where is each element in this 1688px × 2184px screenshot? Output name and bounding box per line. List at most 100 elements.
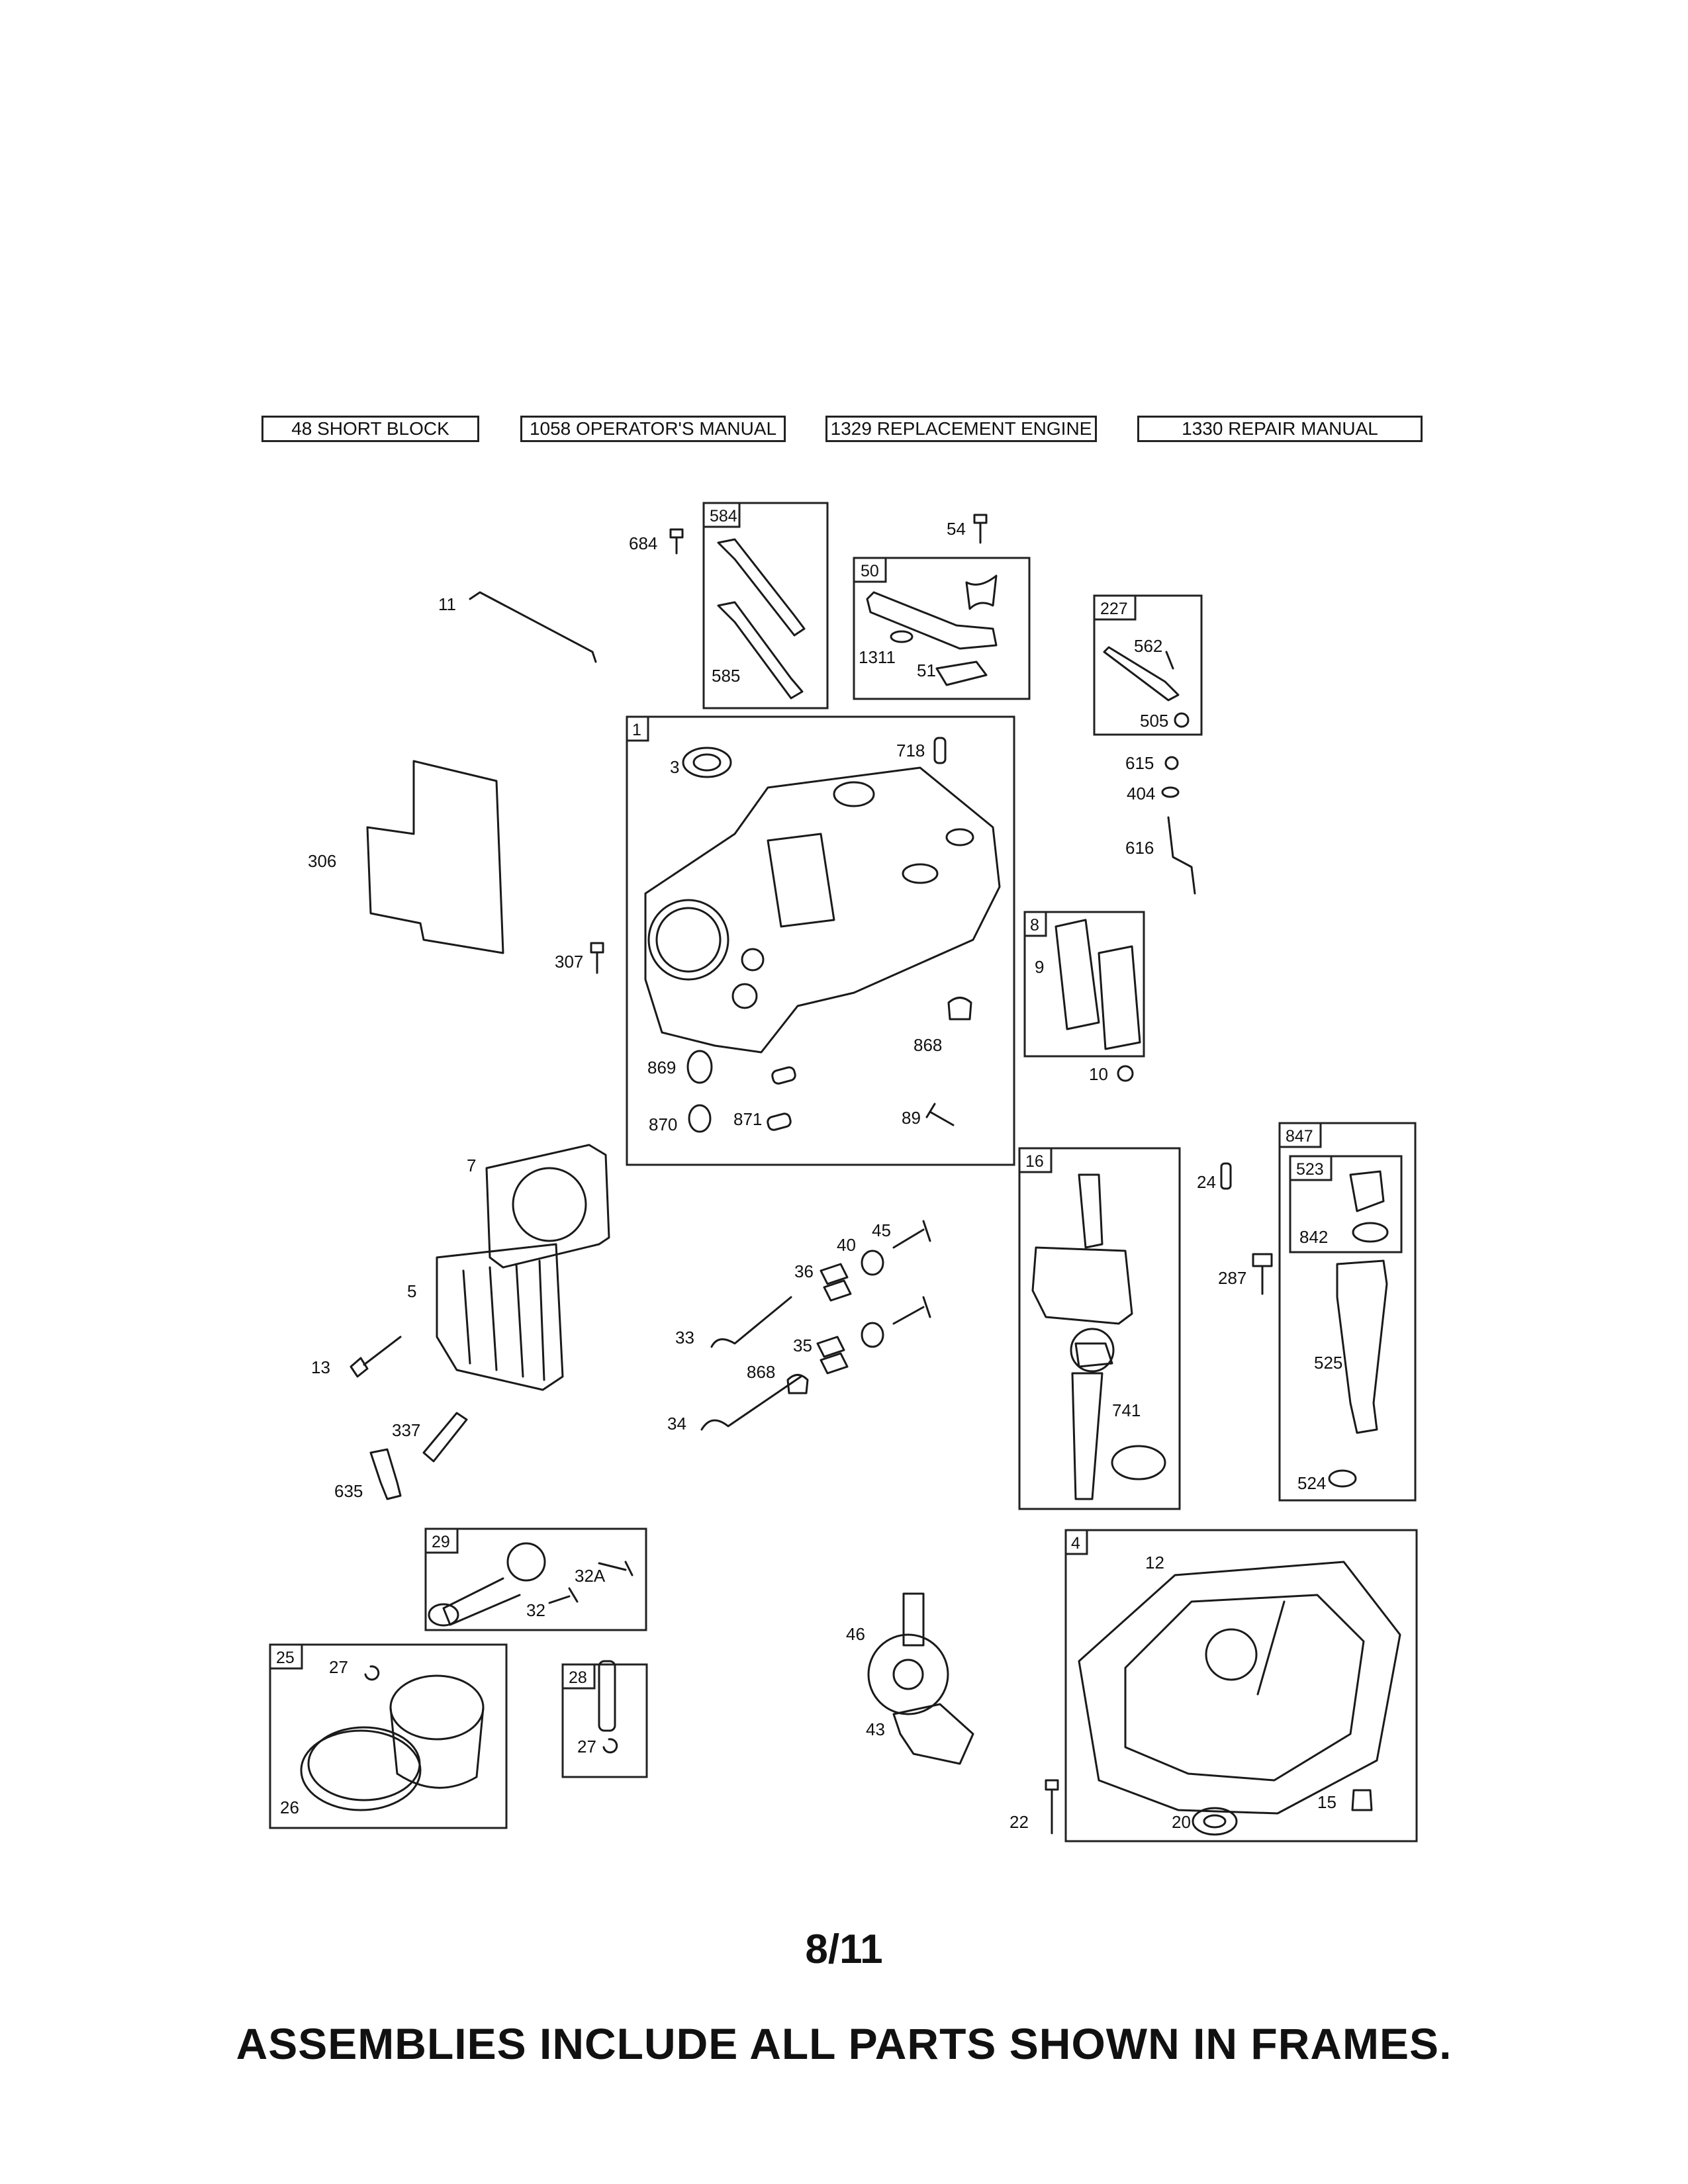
frame-8: 8 — [1023, 911, 1145, 1058]
piston-pin-28-icon — [598, 1660, 616, 1732]
cap-523-icon — [1349, 1170, 1385, 1212]
spring-35-icon — [816, 1336, 849, 1375]
frame-label: 50 — [861, 562, 879, 580]
frame-4: 4 — [1064, 1529, 1418, 1843]
callout-337: 337 — [392, 1420, 420, 1440]
oring-842-icon — [1352, 1222, 1389, 1243]
spark-plug-337-icon — [422, 1412, 468, 1463]
callout-13: 13 — [311, 1357, 330, 1377]
frame-25: 25 — [269, 1643, 508, 1829]
callout-46: 46 — [846, 1624, 865, 1644]
header-ref-operators-manual: 1058 OPERATOR'S MANUAL — [520, 416, 786, 442]
callout-51: 51 — [917, 660, 936, 680]
valve-34-icon — [700, 1375, 802, 1431]
callout-404: 404 — [1127, 784, 1155, 803]
frame-227: 227 — [1093, 594, 1203, 736]
callout-868: 868 — [914, 1035, 942, 1055]
callout-27b: 27 — [577, 1737, 596, 1756]
piston-ring-26b-icon — [307, 1726, 421, 1801]
gasket-9-icon — [1055, 919, 1100, 1030]
connecting-rod-29-icon — [428, 1542, 546, 1627]
frame-label: 28 — [569, 1668, 587, 1687]
callout-32a: 32A — [575, 1566, 606, 1586]
link-616-icon — [1167, 816, 1196, 895]
seal-868-icon — [947, 997, 972, 1021]
callout-22: 22 — [1009, 1812, 1029, 1832]
callout-585: 585 — [712, 666, 740, 686]
pin-89-icon — [925, 1103, 955, 1126]
callout-9: 9 — [1035, 957, 1044, 977]
cylinder-block-icon — [644, 766, 1001, 1054]
frame-label: 8 — [1030, 916, 1039, 934]
frame-label: 523 — [1296, 1160, 1324, 1179]
frame-label: 227 — [1100, 600, 1128, 618]
valve-cap-45b-icon — [892, 1296, 931, 1325]
bolt-32a-icon — [598, 1561, 633, 1576]
callout-43: 43 — [866, 1719, 885, 1739]
part-drawings — [300, 514, 1401, 1836]
frame-label: 16 — [1025, 1152, 1044, 1171]
rod-11-icon — [469, 591, 597, 663]
dowel-871-icon — [771, 1066, 796, 1085]
governor-arm-top-icon — [965, 574, 998, 610]
frame-label: 1 — [632, 721, 641, 739]
seal-inner-icon — [692, 753, 722, 772]
gasket-585-icon — [717, 601, 804, 700]
seal-3-icon — [682, 747, 732, 778]
callout-34: 34 — [667, 1414, 686, 1433]
callout-20: 20 — [1172, 1812, 1191, 1832]
sump-4-icon — [1078, 1561, 1401, 1815]
callout-1311: 1311 — [859, 647, 896, 667]
crankshaft-16-icon — [1031, 1173, 1133, 1500]
nut-505-icon — [1174, 712, 1190, 728]
ring-crank-icon — [1111, 1445, 1166, 1480]
ring-869-icon — [686, 1050, 713, 1084]
callout-718: 718 — [896, 741, 925, 760]
callout-7: 7 — [467, 1156, 476, 1175]
nut-615-icon — [1164, 756, 1179, 770]
header-ref-repair-manual: 1330 REPAIR MANUAL — [1137, 416, 1423, 442]
frame-584: 584 — [702, 502, 829, 709]
retainer-40b-icon — [861, 1322, 884, 1348]
callout-33: 33 — [675, 1328, 694, 1347]
washer-404-icon — [1161, 786, 1180, 798]
callout-505: 505 — [1140, 711, 1168, 731]
governor-43-icon — [892, 1703, 974, 1765]
dipstick-tube-525-icon — [1336, 1259, 1388, 1434]
cylinder-head-5-icon — [436, 1243, 564, 1391]
callout-89: 89 — [902, 1108, 921, 1128]
frame-29: 29 — [424, 1527, 647, 1631]
ring-870-icon — [688, 1104, 712, 1133]
callout-741: 741 — [1112, 1400, 1141, 1420]
callout-26: 26 — [280, 1797, 299, 1817]
callout-616: 616 — [1125, 838, 1154, 858]
clip-27-icon — [364, 1665, 380, 1681]
callout-635: 635 — [334, 1481, 363, 1501]
callout-15: 15 — [1317, 1792, 1336, 1812]
callout-524: 524 — [1297, 1473, 1326, 1493]
frame-28: 28 — [561, 1663, 648, 1778]
frame-label: 847 — [1286, 1127, 1313, 1146]
callout-12: 12 — [1145, 1553, 1164, 1572]
footer-note: ASSEMBLIES INCLUDE ALL PARTS SHOWN IN FR… — [236, 2019, 1452, 2068]
valve-cap-45-icon — [892, 1220, 931, 1249]
washer-1311-icon — [890, 630, 914, 643]
callout-871: 871 — [733, 1109, 762, 1129]
bolt-287-icon — [1252, 1253, 1273, 1295]
frame-1: 1 — [626, 715, 1015, 1166]
callout-870: 870 — [649, 1115, 677, 1134]
callout-5: 5 — [407, 1281, 416, 1301]
callout-54: 54 — [947, 519, 966, 539]
callout-24: 24 — [1197, 1172, 1216, 1192]
callout-306: 306 — [308, 851, 336, 871]
callout-32: 32 — [526, 1600, 545, 1620]
seal-20-icon — [1192, 1807, 1238, 1836]
frame-50: 50 — [853, 557, 1031, 700]
lever-227-icon — [1103, 646, 1180, 702]
screw-10-icon — [1117, 1065, 1134, 1082]
pin-24-icon — [1220, 1162, 1232, 1190]
callout-684: 684 — [629, 533, 657, 553]
header-ref-short-block: 48 SHORT BLOCK — [261, 416, 479, 442]
plug-15-icon — [1351, 1789, 1373, 1811]
